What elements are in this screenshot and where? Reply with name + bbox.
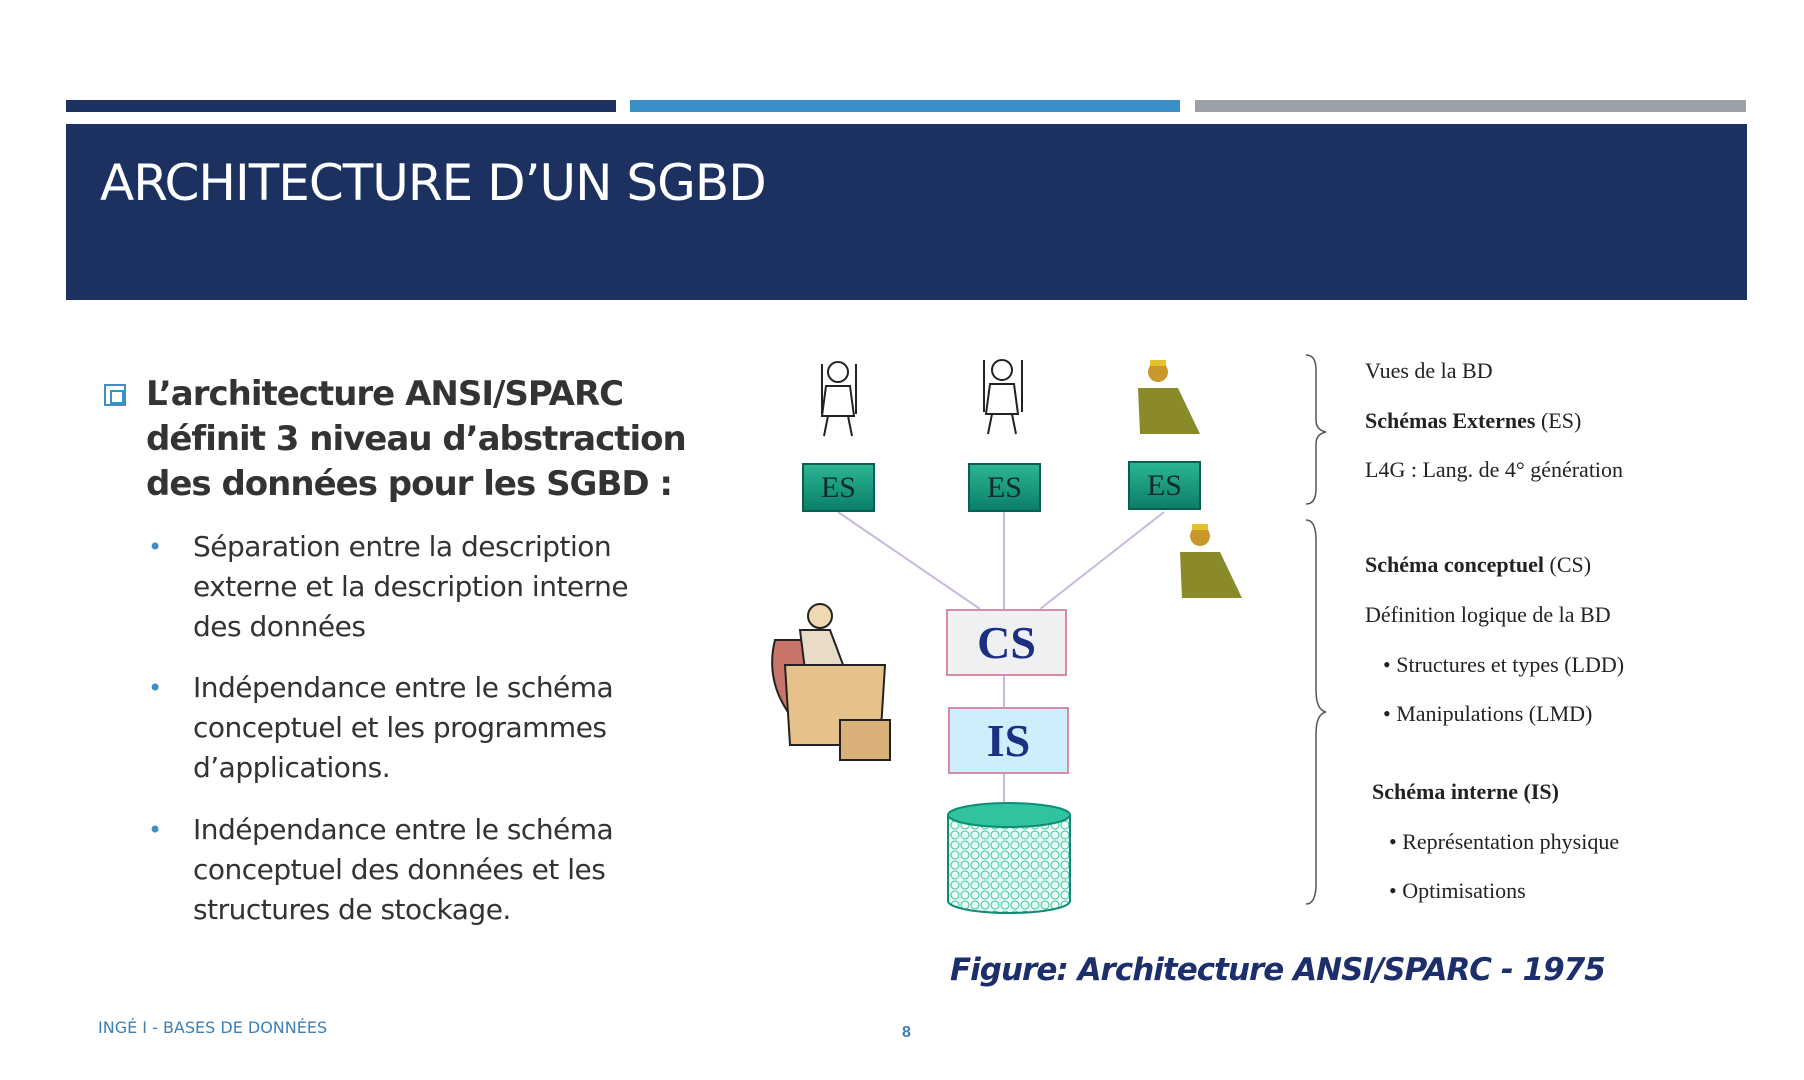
worker-figure-icon (1180, 524, 1242, 598)
bullet-dot-icon: • (148, 816, 162, 844)
accent-bar-blue (630, 100, 1180, 112)
square-bullet-icon (104, 384, 126, 406)
bullet-text: Indépendance entre le schéma conceptuel … (193, 813, 614, 926)
figure-caption: Figure: Architecture ANSI/SPARC - 1975 (950, 952, 1606, 988)
label-lmd: • Manipulations (LMD) (1383, 701, 1593, 726)
label-conceptual-schema: Schéma conceptuel (CS) (1365, 552, 1591, 578)
bullet-item: • Indépendance entre le schéma conceptuel… (148, 668, 673, 788)
brace-external (1305, 354, 1327, 505)
internal-schema-box: IS (948, 707, 1069, 774)
bullet-dot-icon: • (148, 533, 162, 561)
external-schema-box: ES (802, 463, 875, 512)
label-ldd: • Structures et types (LDD) (1383, 652, 1625, 677)
database-cylinder-icon (947, 802, 1071, 914)
main-heading: L’architecture ANSI/SPARC définit 3 nive… (146, 374, 687, 504)
bullet-dot-icon: • (148, 674, 162, 702)
footer-text: INGÉ I - BASES DE DONNÉES (98, 1018, 328, 1037)
label-l4g: L4G : Lang. de 4° génération (1365, 457, 1624, 482)
bullet-text: Séparation entre la description externe … (193, 530, 629, 643)
accent-bar-dark (66, 100, 616, 112)
label-internal-schema: Schéma interne (IS) (1372, 779, 1559, 804)
external-schema-box: ES (968, 463, 1041, 512)
user-figure-icon (820, 361, 857, 437)
label-bold: Schéma conceptuel (1365, 552, 1545, 577)
label-optimisations: • Optimisations (1389, 878, 1526, 903)
external-schema-box: ES (1128, 461, 1201, 510)
accent-bar-gray (1195, 100, 1746, 112)
brace-internal (1305, 519, 1327, 905)
connector-line (1039, 511, 1165, 610)
user-figure-icon (983, 359, 1023, 435)
label-external-schemas: Schémas Externes (ES) (1365, 408, 1581, 434)
administrator-at-desk-icon (771, 603, 891, 761)
label-physical: • Représentation physique (1389, 829, 1620, 854)
bullet-item: • Indépendance entre le schéma conceptuel… (148, 810, 673, 930)
connector-line (837, 511, 981, 610)
bullet-text: Indépendance entre le schéma conceptuel … (193, 671, 614, 784)
worker-figure-icon (1138, 360, 1200, 434)
title-banner: ARCHITECTURE D’UN SGBD (66, 124, 1747, 300)
label-bold: Schémas Externes (1365, 408, 1536, 433)
label-views: Vues de la BD (1365, 358, 1493, 383)
slide-title: ARCHITECTURE D’UN SGBD (100, 154, 767, 212)
bullet-item: • Séparation entre la description externe… (148, 527, 673, 647)
conceptual-schema-box: CS (946, 609, 1067, 676)
label-abbr: (ES) (1535, 408, 1582, 433)
label-logical-definition: Définition logique de la BD (1365, 602, 1611, 627)
label-abbr: (CS) (1544, 552, 1592, 577)
page-number: 8 (902, 1024, 911, 1041)
